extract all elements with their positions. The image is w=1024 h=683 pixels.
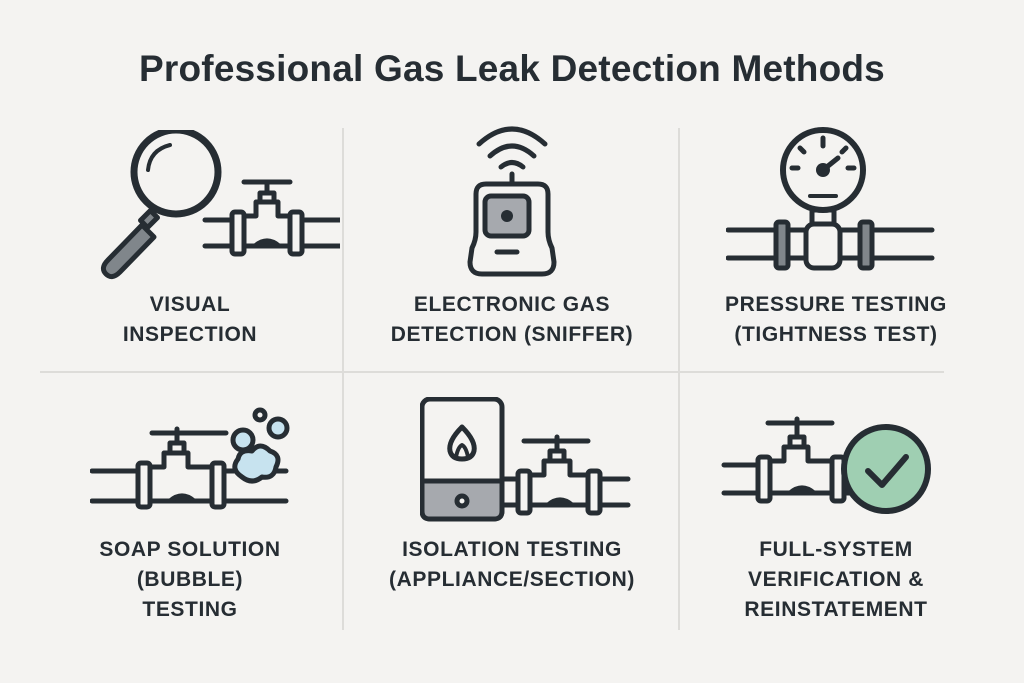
method-isolation-testing: ISOLATION TESTING (APPLIANCE/SECTION) [362, 385, 662, 635]
gas-sniffer-icon [467, 126, 557, 277]
method-label: SOAP SOLUTION (BUBBLE) TESTING [99, 538, 281, 621]
method-label: FULL-SYSTEM VERIFICATION & REINSTATEMENT [744, 538, 928, 621]
column-divider-1 [342, 128, 344, 630]
soap-bubbles-valve-icon [90, 407, 290, 510]
method-label: PRESSURE TESTING (TIGHTNESS TEST) [725, 293, 947, 346]
method-label: VISUAL INSPECTION [122, 293, 258, 346]
pressure-gauge-icon [726, 127, 935, 271]
method-label: ISOLATION TESTING (APPLIANCE/SECTION) [389, 538, 635, 591]
method-label: ELECTRONIC GAS DETECTION (SNIFFER) [390, 293, 634, 346]
method-pressure-testing: PRESSURE TESTING (TIGHTNESS TEST) [686, 120, 986, 370]
column-divider-2 [678, 128, 680, 630]
magnifier-valve-icon [100, 130, 340, 280]
method-soap-solution: SOAP SOLUTION (BUBBLE) TESTING [40, 385, 340, 635]
valve-checkmark-icon [721, 416, 931, 514]
row-divider [40, 371, 944, 373]
appliance-valve-icon [420, 397, 631, 522]
method-electronic-detection: ELECTRONIC GAS DETECTION (SNIFFER) [362, 120, 662, 370]
page-title: Professional Gas Leak Detection Methods [139, 48, 885, 89]
method-full-system-verification: FULL-SYSTEM VERIFICATION & REINSTATEMENT [686, 385, 986, 635]
method-visual-inspection: VISUAL INSPECTION [40, 120, 340, 370]
